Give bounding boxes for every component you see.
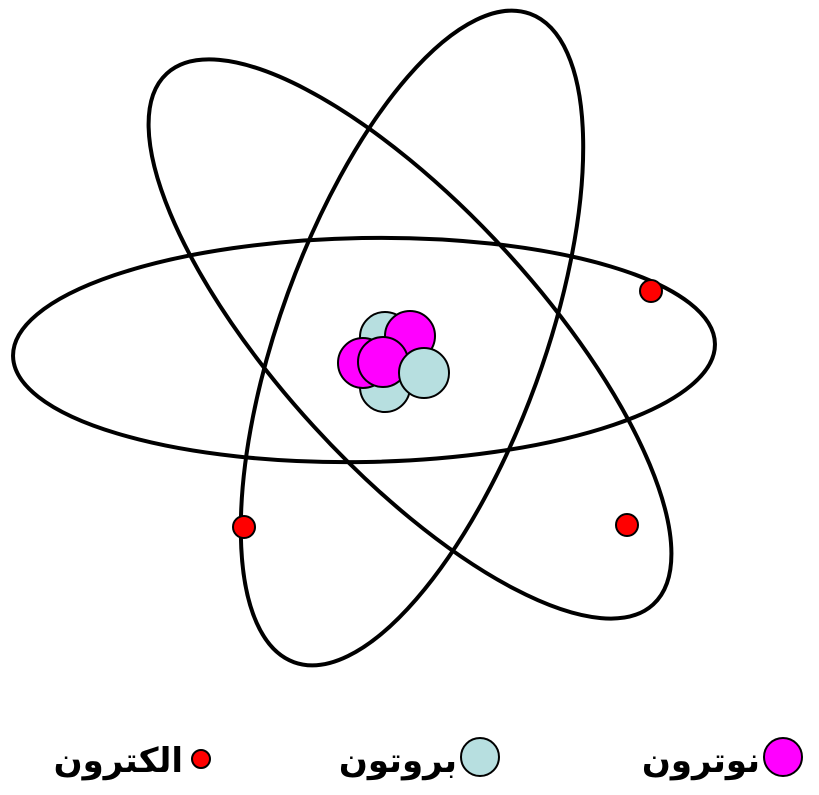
nucleus bbox=[338, 311, 449, 412]
electron bbox=[616, 514, 638, 536]
electron bbox=[640, 280, 662, 302]
electron bbox=[233, 516, 255, 538]
proton bbox=[399, 348, 449, 398]
legend-item-proton: بروتون bbox=[339, 738, 499, 781]
neutron-swatch bbox=[764, 738, 802, 776]
legend-electron-label: الکترون bbox=[54, 741, 183, 781]
legend-proton-label: بروتون bbox=[339, 741, 457, 781]
legend-item-neutron: نوترون bbox=[642, 738, 802, 781]
legend: نوترون بروتون الکترون bbox=[54, 738, 802, 781]
proton-swatch bbox=[461, 738, 499, 776]
legend-item-electron: الکترون bbox=[54, 741, 210, 781]
legend-neutron-label: نوترون bbox=[642, 741, 760, 781]
electron-swatch bbox=[192, 750, 210, 768]
